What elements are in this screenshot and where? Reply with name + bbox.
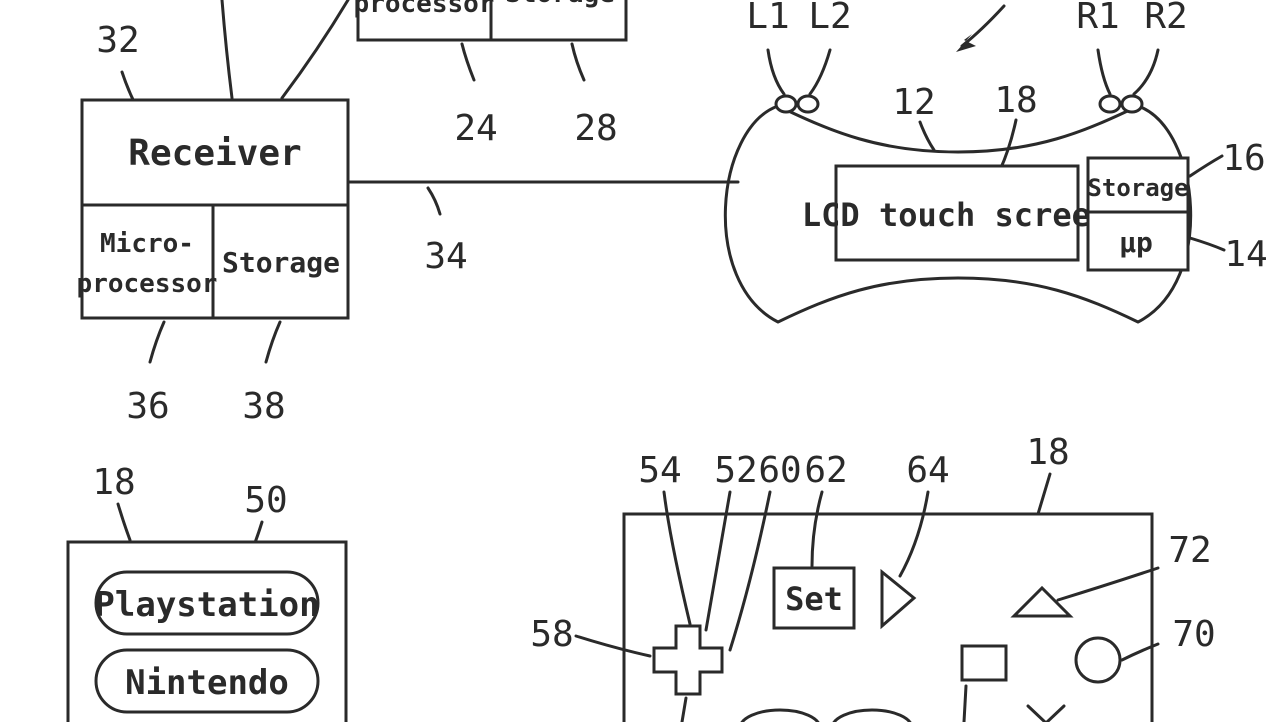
receiver-block: 32 Receiver Micro- processor Storage 36 …	[77, 0, 350, 427]
ref-70: 70	[1172, 614, 1215, 655]
ref-16: 16	[1222, 138, 1265, 179]
top-component-box: processor Storage 24 28	[354, 0, 628, 149]
lower-oval-button-1	[740, 708, 820, 722]
ref-28: 28	[574, 108, 617, 149]
leader-36	[148, 320, 166, 364]
ref-62: 62	[804, 450, 847, 491]
shoulder-button-r1	[1098, 94, 1122, 114]
option-playstation-button	[94, 570, 320, 636]
ref-50: 50	[244, 480, 287, 521]
ref-36: 36	[126, 386, 169, 427]
shoulder-button-l1	[774, 94, 798, 114]
label-r1: R1	[1076, 0, 1119, 37]
lower-oval-button-2	[832, 708, 912, 722]
leader-24	[460, 42, 476, 82]
top-storage-label: Storage	[505, 0, 615, 9]
controller-micro-label: µp	[1119, 226, 1153, 259]
ref-64: 64	[906, 450, 949, 491]
shoulder-button-l2	[796, 94, 820, 114]
dpad	[652, 624, 724, 696]
ref-38: 38	[242, 386, 285, 427]
set-button-label: Set	[785, 580, 843, 618]
ref-32: 32	[96, 20, 139, 61]
controller-component-box	[1086, 156, 1190, 272]
leader-38	[264, 320, 282, 364]
option-nintendo-button	[94, 648, 320, 714]
ref-24: 24	[454, 108, 497, 149]
circle-button	[1074, 636, 1122, 684]
controller-body	[723, 104, 1193, 324]
leader-28	[570, 42, 586, 82]
start-triangle-button	[880, 568, 917, 630]
receiver-input-line-1	[220, 0, 234, 100]
leader-34	[426, 186, 442, 216]
ref-34: 34	[424, 236, 467, 277]
ref-54: 54	[638, 450, 681, 491]
set-button	[772, 566, 856, 630]
handheld-controller: L1 L2 R1 R2 12 18 LCD touch screen Stora…	[723, 0, 1268, 324]
receiver-storage-label: Storage	[222, 246, 340, 279]
ref-72: 72	[1168, 530, 1211, 571]
controller-storage-label: Storage	[1087, 174, 1188, 202]
receiver-micro-line1: Micro-	[100, 229, 194, 259]
ref-18-gamepad: 18	[1026, 432, 1069, 473]
shoulder-button-r2	[1120, 94, 1144, 114]
triangle-button	[1010, 585, 1074, 618]
ref-58: 58	[530, 614, 573, 655]
square-button	[960, 644, 1008, 682]
receiver-input-line-2	[280, 0, 350, 100]
option-playstation-label: Playstation	[94, 585, 319, 625]
ref-18-menu: 18	[92, 462, 135, 503]
label-l1: L1	[746, 0, 789, 37]
ref-14: 14	[1224, 234, 1267, 275]
label-r2: R2	[1144, 0, 1187, 37]
lcd-touch-screen	[834, 164, 1080, 262]
figure-arrow-head	[956, 34, 976, 52]
receiver-title: Receiver	[128, 133, 301, 174]
ref-18-controller: 18	[994, 80, 1037, 121]
top-processor-label: processor	[354, 0, 495, 19]
label-l2: L2	[808, 0, 851, 37]
lcd-screen-label: LCD touch screen	[802, 196, 1110, 234]
ref-52: 52	[714, 450, 757, 491]
ref-12: 12	[892, 82, 935, 123]
ref-60: 60	[758, 450, 801, 491]
receiver-micro-line2: processor	[77, 269, 218, 299]
option-nintendo-label: Nintendo	[125, 663, 289, 703]
gamepad-screen-figure: 54 52 60 62 64 18 72 58 70 Set	[530, 432, 1216, 722]
menu-screen-figure: 18 50 Playstation Nintendo	[66, 462, 348, 722]
cross-button	[1026, 704, 1066, 722]
figure-arrow	[960, 4, 1006, 48]
connection-link: 34	[346, 180, 740, 277]
